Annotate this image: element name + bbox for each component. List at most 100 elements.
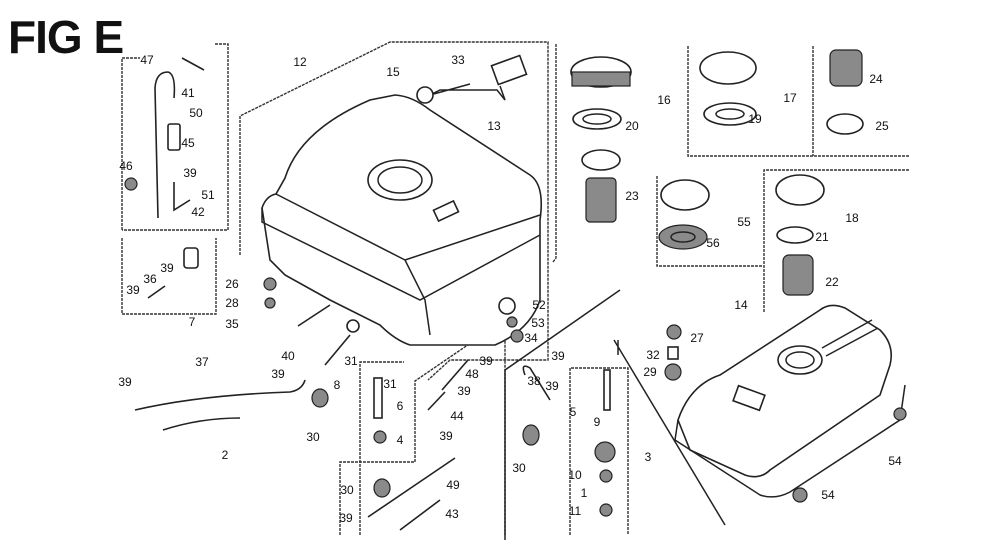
callout-55: 55 <box>737 215 751 229</box>
callout-9: 9 <box>594 415 601 429</box>
callout-45: 45 <box>181 136 195 150</box>
callout-24: 24 <box>869 72 883 86</box>
callout-39: 39 <box>551 349 565 363</box>
callout-31: 31 <box>383 377 397 391</box>
cap-17 <box>699 51 757 85</box>
callout-40: 40 <box>281 349 295 363</box>
divider-line <box>504 289 621 540</box>
callout-20: 20 <box>625 119 639 133</box>
callout-33: 33 <box>451 53 465 67</box>
callout-39: 39 <box>271 367 285 381</box>
callout-30: 30 <box>512 461 526 475</box>
gasket-10 <box>599 469 613 483</box>
hose-38 <box>522 365 551 401</box>
cock-44 <box>427 391 446 411</box>
callout-56: 56 <box>706 236 720 250</box>
hose-2 <box>162 417 241 431</box>
hose-37 <box>134 379 306 411</box>
callout-38: 38 <box>527 374 541 388</box>
box-cap-18 <box>763 169 910 312</box>
callout-29: 29 <box>643 365 657 379</box>
callout-44: 44 <box>450 409 464 423</box>
box-pipe-6 <box>359 361 404 535</box>
fitting-8 <box>324 334 351 366</box>
callout-52: 52 <box>532 298 546 312</box>
callout-6: 6 <box>397 399 404 413</box>
divider-diag <box>613 339 726 526</box>
callout-18: 18 <box>845 211 859 225</box>
callout-31: 31 <box>344 354 358 368</box>
nut-54b <box>792 487 808 503</box>
strainer-22 <box>782 254 814 296</box>
callout-26: 26 <box>225 277 239 291</box>
hose-48 <box>441 359 469 391</box>
box-fuel-cock-group <box>121 238 217 315</box>
gasket-19 <box>703 102 757 126</box>
callout-49: 49 <box>446 478 460 492</box>
callout-14: 14 <box>734 298 748 312</box>
callout-39: 39 <box>118 375 132 389</box>
pipe-36 <box>147 285 166 299</box>
fuel-tank-14 <box>674 304 906 498</box>
callout-46: 46 <box>119 159 133 173</box>
callout-39: 39 <box>183 166 197 180</box>
gasket-20 <box>572 108 622 130</box>
callout-54: 54 <box>821 488 835 502</box>
callout-1: 1 <box>581 486 588 500</box>
cup-11 <box>599 503 613 517</box>
cap-27 <box>666 324 682 340</box>
callout-53: 53 <box>531 316 545 330</box>
washer-31 <box>346 319 360 333</box>
box-cap-17 <box>687 46 910 157</box>
callout-50: 50 <box>189 106 203 120</box>
callout-17: 17 <box>783 91 797 105</box>
callout-34: 34 <box>524 331 538 345</box>
callout-39: 39 <box>545 379 559 393</box>
cock-7 <box>183 247 199 269</box>
callout-39: 39 <box>126 283 140 297</box>
pipe-6 <box>373 377 383 419</box>
callout-19: 19 <box>748 112 762 126</box>
nut-26 <box>263 277 277 291</box>
callout-51: 51 <box>201 188 215 202</box>
callout-12: 12 <box>293 55 307 69</box>
callout-39: 39 <box>439 429 453 443</box>
callout-39: 39 <box>479 354 493 368</box>
hose-49 <box>367 457 456 518</box>
callout-39: 39 <box>160 261 174 275</box>
callout-16: 16 <box>657 93 671 107</box>
callout-2: 2 <box>222 448 229 462</box>
callout-22: 22 <box>825 275 839 289</box>
callout-23: 23 <box>625 189 639 203</box>
callout-35: 35 <box>225 317 239 331</box>
callout-13: 13 <box>487 119 501 133</box>
pin-32 <box>667 346 679 360</box>
hose-41 <box>154 71 176 219</box>
strainer-23 <box>585 177 617 223</box>
callout-47: 47 <box>140 53 154 67</box>
callout-8: 8 <box>334 378 341 392</box>
callout-27: 27 <box>690 331 704 345</box>
callout-39: 39 <box>457 384 471 398</box>
bolt-40 <box>297 304 331 327</box>
callout-32: 32 <box>646 348 660 362</box>
clamp-47 <box>181 57 205 71</box>
nut-54a <box>893 407 907 421</box>
nut-29 <box>664 363 682 381</box>
gasket-21 <box>776 226 814 244</box>
clamp-46 <box>124 177 138 191</box>
nut-30b <box>522 424 540 446</box>
callout-3: 3 <box>645 450 652 464</box>
lever-13 <box>429 83 506 101</box>
callout-7: 7 <box>189 315 196 329</box>
callout-43: 43 <box>445 507 459 521</box>
callout-11: 11 <box>569 504 582 518</box>
callout-21: 21 <box>815 230 829 244</box>
bolt-5 <box>603 369 611 411</box>
washer-52 <box>498 297 516 315</box>
fuel-tank-15 <box>261 94 543 346</box>
box-fuel-cock-3 <box>569 367 629 535</box>
callout-10: 10 <box>568 468 582 482</box>
